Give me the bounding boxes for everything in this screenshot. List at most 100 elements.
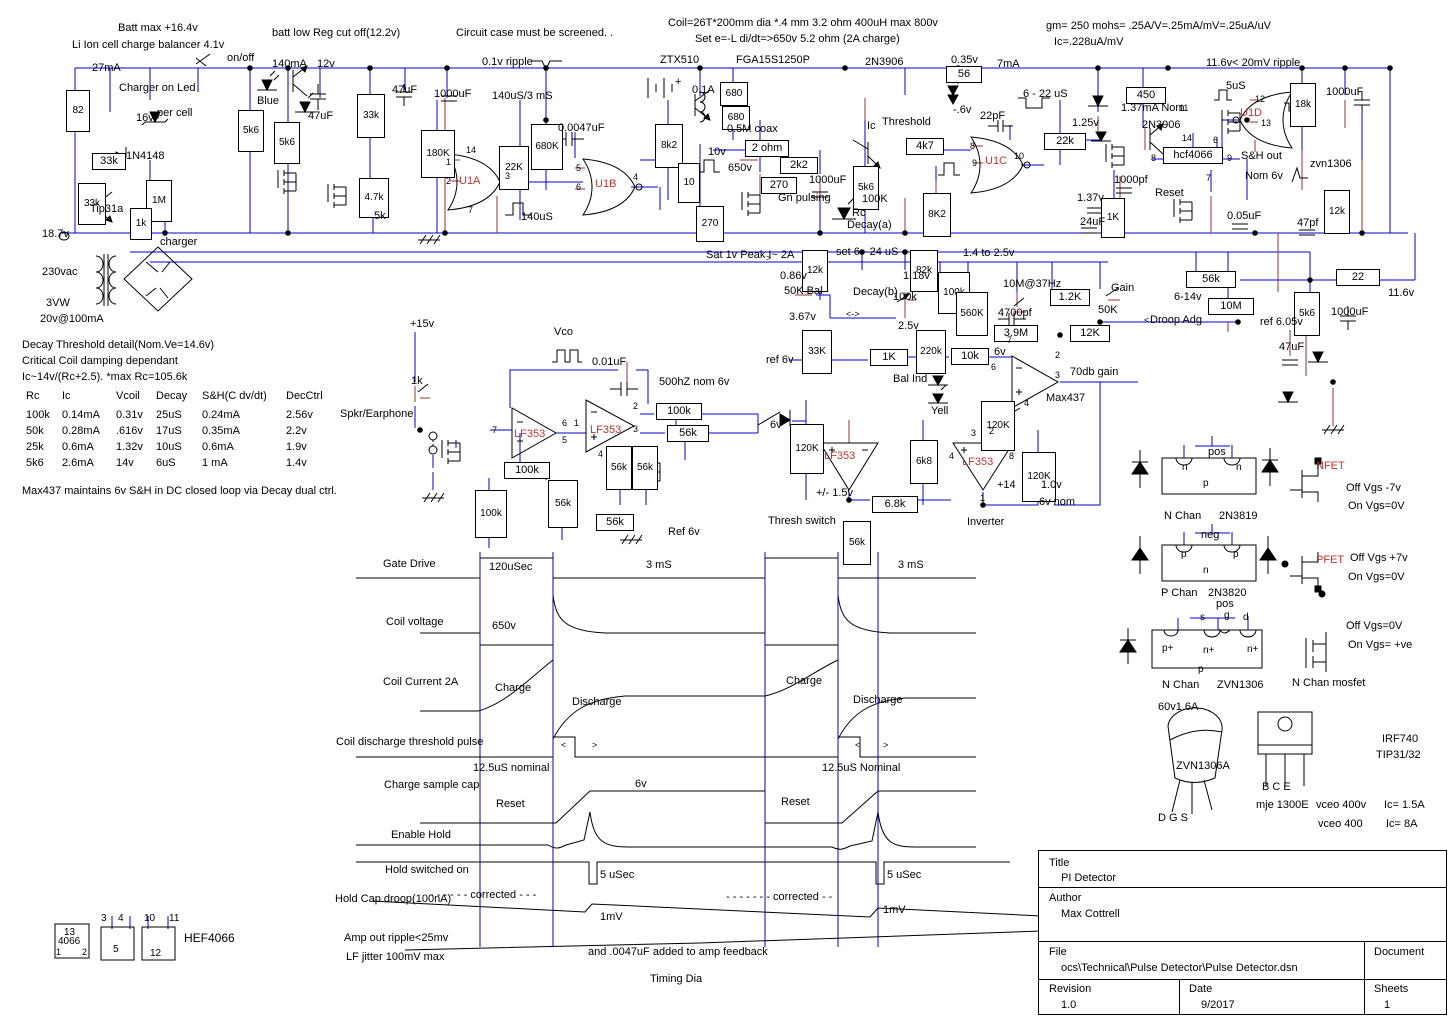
schematic-label: n bbox=[1236, 462, 1242, 473]
component-value: 6.8k bbox=[872, 496, 918, 513]
schematic-label: 2 bbox=[989, 426, 995, 436]
schematic-label: 5 bbox=[113, 944, 119, 955]
schematic-label: pos bbox=[1216, 598, 1234, 610]
schematic-label: Yell bbox=[931, 405, 949, 417]
file-label: File bbox=[1049, 946, 1067, 958]
schematic-label: mje 1300E bbox=[1256, 799, 1309, 811]
schematic-label: Spkr/Earphone bbox=[340, 408, 414, 420]
schematic-label: p bbox=[1198, 664, 1204, 675]
schematic-label: 50K Bal bbox=[784, 285, 823, 297]
component-value: 5k6 bbox=[274, 122, 300, 164]
schematic-label: 1000uF bbox=[434, 88, 472, 100]
schematic-label: 11 bbox=[1179, 103, 1189, 113]
schematic-label: Set e=-L di/dt=>650v 5.2 ohm (2A charge) bbox=[695, 33, 900, 45]
schematic-label: 1k bbox=[411, 375, 423, 387]
schematic-label: per cell bbox=[157, 107, 193, 119]
schematic-label: U1D bbox=[1240, 107, 1263, 119]
schematic-label: 1mV bbox=[600, 911, 623, 923]
schematic-label: 0.86v bbox=[780, 270, 807, 282]
schematic-label: Gn pulsing bbox=[778, 192, 831, 204]
component-value: 3.9M bbox=[994, 325, 1038, 342]
schematic-label: 5 bbox=[562, 435, 568, 445]
component-value: 180K bbox=[421, 130, 455, 178]
schematic-label: 4 bbox=[633, 172, 639, 182]
schematic-label: p bbox=[1181, 549, 1187, 560]
schematic-label: LF jitter 100mV max bbox=[346, 951, 445, 963]
component-value: 22 bbox=[1336, 269, 1380, 286]
schematic-label: -.6v bbox=[953, 104, 972, 116]
schematic-label: 7 bbox=[1007, 335, 1013, 345]
schematic-label: - - - - - - - corrected - - bbox=[726, 891, 833, 903]
decay-table-intro: Ic~14v/(Rc+2.5). *max Rc=105.6k bbox=[22, 371, 188, 383]
schematic-label: 3 bbox=[633, 424, 639, 434]
decay-table-cell: 1.4v bbox=[286, 457, 307, 469]
schematic-label: S&H out bbox=[1241, 150, 1282, 162]
schematic-label: 60v1.6A bbox=[1158, 701, 1199, 713]
wire-layer-blue bbox=[60, 67, 1416, 929]
schematic-label: 0.1v ripple bbox=[482, 56, 533, 68]
schematic-label: 1000pf bbox=[1114, 174, 1148, 186]
decay-table-cell: 25uS bbox=[156, 409, 182, 421]
schematic-label: Charge sample cap bbox=[384, 779, 480, 791]
schematic-label: 50K bbox=[1098, 304, 1118, 316]
schematic-label: 2N3819 bbox=[1219, 510, 1258, 522]
schematic-label: PFET bbox=[1316, 554, 1345, 566]
revision-value: 1.0 bbox=[1061, 999, 1077, 1011]
timing-diagram bbox=[356, 557, 1043, 951]
schematic-label: N Chan mosfet bbox=[1292, 677, 1366, 689]
schematic-label: 3 bbox=[101, 913, 107, 924]
amp-ripple-trace bbox=[404, 930, 1043, 951]
schematic-label: 4066 bbox=[58, 936, 81, 947]
schematic-label: 5 uSec bbox=[600, 869, 635, 881]
revision-label: Revision bbox=[1049, 983, 1092, 995]
schematic-label: Decay(a) bbox=[847, 219, 892, 231]
decay-table-cell: 0.28mA bbox=[62, 425, 100, 437]
decay-table-intro: Decay Threshold detail(Nom.Ve=14.6v) bbox=[22, 339, 215, 351]
schematic-label: D G S bbox=[1158, 812, 1188, 824]
component-value: 4.7k bbox=[359, 178, 389, 218]
component-value: 100k bbox=[504, 462, 550, 479]
schematic-label: 1mV bbox=[883, 904, 906, 916]
schematic-label: Blue bbox=[257, 95, 280, 107]
decay-table-intro: Critical Coil damping dependant bbox=[22, 355, 178, 367]
schematic-label: 140uS bbox=[521, 211, 553, 223]
schematic-label: Tip31a bbox=[90, 203, 124, 215]
schematic-label: g bbox=[1224, 610, 1230, 621]
schematic-label: Charger on Led bbox=[119, 82, 196, 94]
schematic-label: TIP31/32 bbox=[1376, 749, 1421, 761]
schematic-label: 2N3906 bbox=[1142, 119, 1181, 131]
schematic-label: 6v bbox=[770, 419, 782, 431]
schematic-label: 1 bbox=[446, 157, 452, 167]
schematic-label: Sat 1v Peak I~ 2A bbox=[706, 249, 795, 261]
schematic-label: 12.5uS nominal bbox=[473, 762, 550, 774]
decay-table-header: DecCtrl bbox=[286, 390, 323, 402]
schematic-label: Ic= 8A bbox=[1386, 818, 1418, 830]
schematic-label: FGA15S1250P bbox=[736, 54, 810, 66]
component-value: 56k bbox=[548, 480, 578, 528]
schematic-label: On Vgs=0V bbox=[1348, 500, 1405, 512]
schematic-label: 1.25v bbox=[1072, 117, 1099, 129]
component-value: hcf4066 bbox=[1163, 147, 1223, 164]
schematic-label: 1.18v bbox=[903, 270, 930, 282]
schematic-label: Off Vgs +7v bbox=[1350, 552, 1408, 564]
schematic-label: 0.5M coax bbox=[727, 123, 778, 135]
schematic-label: Coil Current 2A bbox=[383, 676, 459, 688]
schematic-label: 0.0047uF bbox=[558, 122, 605, 134]
schematic-label: LF353 bbox=[514, 428, 546, 440]
decay-table-cell: 1.32v bbox=[116, 441, 143, 453]
decay-table-header: Decay bbox=[156, 390, 188, 402]
schematic-label: 1.4 to 2.5v bbox=[963, 247, 1015, 259]
schematic-label: Nom 6v bbox=[1245, 170, 1283, 182]
component-value: 33K bbox=[802, 330, 832, 374]
schematic-label: and .0047uF added to amp feedback bbox=[588, 946, 768, 958]
schematic-label: 1.37mA Nom bbox=[1121, 102, 1185, 114]
component-value: 10k bbox=[951, 348, 989, 365]
schematic-label: < bbox=[561, 740, 567, 750]
schematic-label: Coil=26T*200mm dia *.4 mm 3.2 ohm 400uH … bbox=[668, 17, 938, 29]
schematic-label: Gain bbox=[1111, 282, 1135, 294]
schematic-label: 0.1A bbox=[692, 84, 715, 96]
schematic-label: d bbox=[1243, 612, 1249, 623]
schematic-label: Li Ion cell charge balancer 4.1v bbox=[72, 39, 225, 51]
schematic-label: 8 bbox=[1151, 153, 1157, 163]
schematic-label: 10v bbox=[708, 146, 726, 158]
